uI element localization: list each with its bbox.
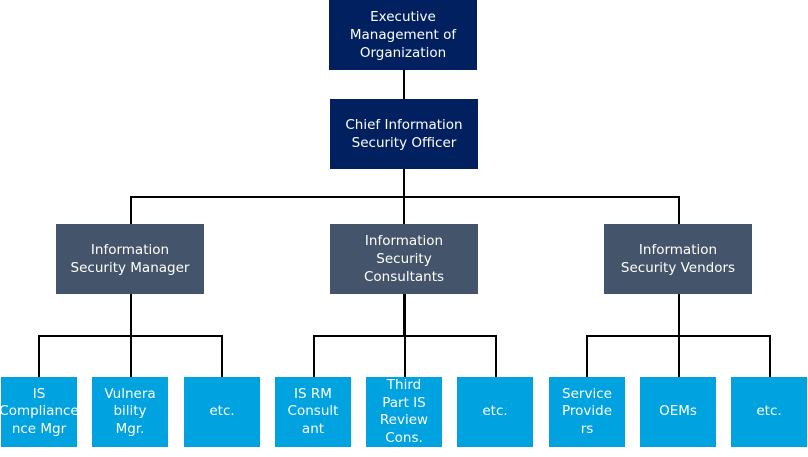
service-providers-box: Service Provide rs [549, 377, 625, 447]
connector-drop [495, 335, 497, 377]
connector-drop [313, 335, 315, 377]
oems-box: OEMs [640, 377, 716, 447]
connector-ciso-down [403, 169, 405, 198]
connector-drop [130, 335, 132, 377]
connector-to-vendors [678, 196, 680, 224]
security-manager-box: Information Security Manager [56, 224, 204, 294]
manager-etc-box: etc. [184, 377, 260, 447]
ciso-box: Chief Information Security Officer [330, 99, 478, 169]
third-party-review-box: Third Part IS Review Cons. [366, 377, 442, 447]
connector-level2-bar [130, 196, 680, 198]
connector-consultants-down [403, 294, 406, 336]
connector-manager-down [130, 294, 132, 336]
is-rm-consultant-box: IS RM Consult ant [275, 377, 351, 447]
connector-to-consultants [403, 196, 405, 224]
connector-exec-ciso [403, 70, 405, 99]
security-consultants-box: Information Security Consultants [330, 224, 478, 294]
is-compliance-mgr-box: IS Compliance nce Mgr [0, 377, 79, 447]
connector-drop [769, 335, 771, 377]
consultants-etc-box: etc. [457, 377, 533, 447]
connector-drop [586, 335, 588, 377]
connector-drop [404, 335, 406, 377]
connector-drop [221, 335, 223, 377]
security-vendors-box: Information Security Vendors [604, 224, 752, 294]
executive-management-box: Executive Management of Organization [329, 0, 477, 70]
vulnerability-mgr-box: Vulnera bility Mgr. [92, 377, 168, 447]
connector-to-manager [130, 196, 132, 224]
connector-vendors-down [678, 294, 680, 336]
connector-drop [678, 335, 680, 377]
vendors-etc-box: etc. [731, 377, 807, 447]
connector-drop [38, 335, 40, 377]
